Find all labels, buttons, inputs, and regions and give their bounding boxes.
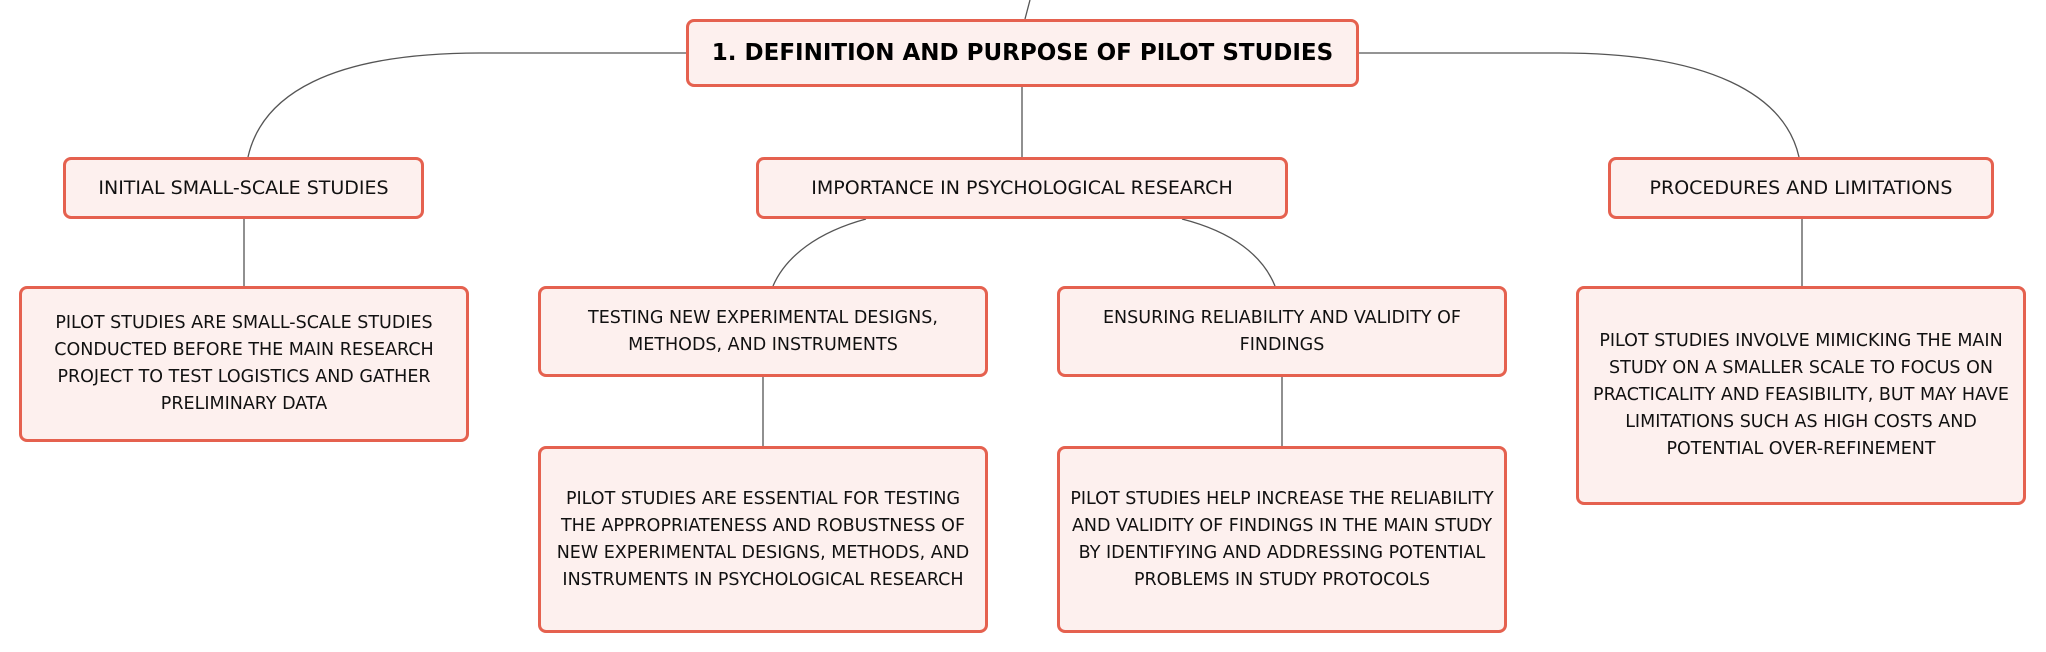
connector-parent-to-root [1024, 0, 1031, 20]
subtopic-ensuring-reliability[interactable]: ENSURING RELIABILITY AND VALIDITY OF FIN… [1057, 286, 1507, 377]
detail-text: PILOT STUDIES ARE ESSENTIAL FOR TESTING … [556, 488, 970, 590]
subtopic-label: ENSURING RELIABILITY AND VALIDITY OF FIN… [1103, 307, 1461, 355]
topic-initial-small-scale-studies[interactable]: INITIAL SMALL-SCALE STUDIES [63, 157, 424, 219]
detail-text: PILOT STUDIES ARE SMALL-SCALE STUDIES CO… [54, 313, 434, 414]
topic-importance-in-psychological-research[interactable]: IMPORTANCE IN PSYCHOLOGICAL RESEARCH [756, 157, 1288, 219]
topic-procedures-and-limitations[interactable]: PROCEDURES AND LIMITATIONS [1608, 157, 1994, 219]
connector-importance-to-ensuring [1181, 218, 1276, 287]
detail-text: PILOT STUDIES HELP INCREASE THE RELIABIL… [1070, 488, 1494, 590]
connector-root-to-initial [247, 52, 686, 158]
detail-procedures-and-limitations[interactable]: PILOT STUDIES INVOLVE MIMICKING THE MAIN… [1576, 286, 2026, 505]
root-topic-label: 1. DEFINITION AND PURPOSE OF PILOT STUDI… [711, 40, 1334, 66]
root-topic[interactable]: 1. DEFINITION AND PURPOSE OF PILOT STUDI… [686, 19, 1359, 87]
subtopic-testing-new-designs[interactable]: TESTING NEW EXPERIMENTAL DESIGNS, METHOD… [538, 286, 988, 377]
connector-importance-to-testing [772, 218, 867, 287]
detail-ensuring-reliability[interactable]: PILOT STUDIES HELP INCREASE THE RELIABIL… [1057, 446, 1507, 633]
connector-root-to-procedures [1359, 52, 1800, 158]
detail-text: PILOT STUDIES INVOLVE MIMICKING THE MAIN… [1593, 331, 2009, 459]
detail-initial-small-scale-studies[interactable]: PILOT STUDIES ARE SMALL-SCALE STUDIES CO… [19, 286, 469, 442]
detail-testing-new-designs[interactable]: PILOT STUDIES ARE ESSENTIAL FOR TESTING … [538, 446, 988, 633]
topic-label: INITIAL SMALL-SCALE STUDIES [98, 177, 389, 199]
subtopic-label: TESTING NEW EXPERIMENTAL DESIGNS, METHOD… [588, 307, 938, 355]
topic-label: IMPORTANCE IN PSYCHOLOGICAL RESEARCH [811, 177, 1233, 199]
topic-label: PROCEDURES AND LIMITATIONS [1649, 177, 1953, 199]
